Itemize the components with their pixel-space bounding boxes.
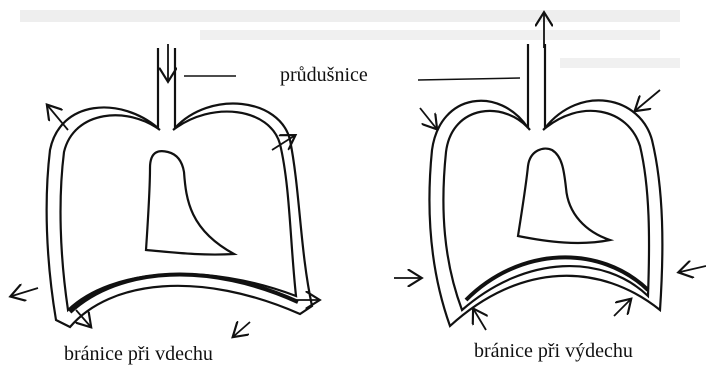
trachea-label: průdušnice — [280, 64, 368, 87]
left-trachea — [158, 48, 175, 128]
arrow-bottom-right — [234, 322, 250, 336]
caption-inhale: bránice při vdechu — [64, 343, 213, 366]
caption-exhale: bránice při výdechu — [474, 340, 633, 363]
arrow-left-lower — [12, 288, 38, 296]
background-ghost-text — [20, 10, 680, 68]
right-chest-inner — [443, 111, 649, 310]
left-chest-inner — [61, 112, 296, 310]
left-heart — [146, 151, 234, 254]
arrow-top-left-in — [420, 108, 436, 128]
arrow-top-right-in — [636, 90, 660, 110]
arrow-top-left — [48, 106, 68, 130]
left-lung-inhale — [47, 48, 312, 327]
arrow-right-in — [680, 266, 706, 272]
left-diaphragm — [70, 275, 298, 312]
arrow-bottom-left-in — [474, 310, 486, 330]
right-lung-exhale — [429, 44, 662, 326]
right-chest-outer — [429, 100, 662, 326]
pointer-right — [418, 78, 520, 80]
right-trachea — [528, 44, 545, 128]
arrow-bottom-right-in — [614, 300, 630, 316]
right-heart — [518, 149, 610, 243]
